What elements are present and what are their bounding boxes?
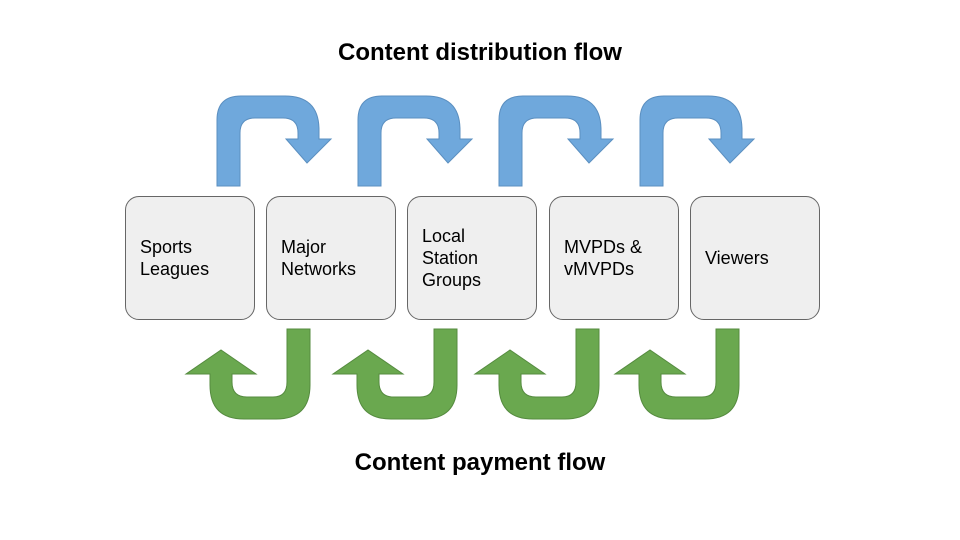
node-label: Viewers [705, 248, 769, 268]
node-sports-leagues: Sports Leagues [125, 196, 255, 320]
distribution-flow-title: Content distribution flow [338, 39, 622, 66]
green-arrow-shape [473, 328, 600, 420]
payment-arrow-mvpds-to-stations [473, 328, 600, 420]
distribution-arrow-networks-to-stations [357, 95, 474, 187]
blue-arrow-shape [639, 95, 756, 187]
payment-arrow-stations-to-networks [331, 328, 458, 420]
blue-arrow-shape [357, 95, 474, 187]
distribution-arrow-mvpds-to-viewers [639, 95, 756, 187]
node-mvpds-vmvpds: MVPDs & vMVPDs [549, 196, 679, 320]
payment-flow-title: Content payment flow [354, 449, 606, 476]
green-arrow-shape [613, 328, 740, 420]
node-major-networks: Major Networks [266, 196, 396, 320]
node-viewers: Viewers [690, 196, 820, 320]
distribution-arrow-stations-to-mvpds [498, 95, 615, 187]
node-local-station-groups: Local Station Groups [407, 196, 537, 320]
node-label: Sports Leagues [140, 237, 210, 279]
green-arrow-shape [331, 328, 458, 420]
payment-arrow-networks-to-leagues [184, 328, 311, 420]
green-arrow-shape [184, 328, 311, 420]
blue-arrow-shape [216, 95, 333, 187]
payment-arrow-viewers-to-mvpds [613, 328, 740, 420]
blue-arrow-shape [498, 95, 615, 187]
node-label: Local Station Groups [422, 226, 482, 290]
node-label: Major Networks [281, 237, 357, 279]
distribution-arrow-leagues-to-networks [216, 95, 333, 187]
node-label: MVPDs & vMVPDs [564, 237, 643, 279]
